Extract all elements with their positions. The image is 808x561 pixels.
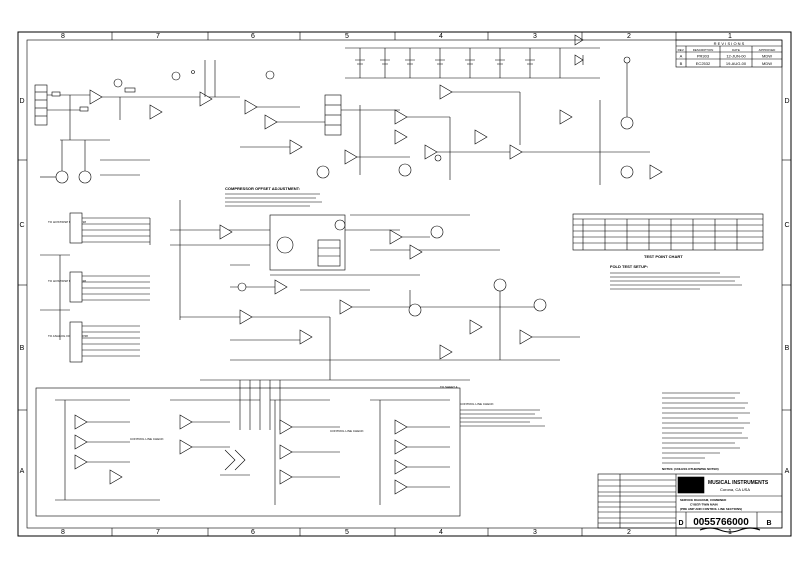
notes-label: NOTES: (UNLESS OTHERWISE NOTED) bbox=[662, 467, 719, 471]
col-label-top: 2 bbox=[627, 33, 631, 40]
row-label-left: A bbox=[20, 468, 25, 475]
col-label-top: 7 bbox=[156, 33, 160, 40]
col-label-bottom: 6 bbox=[251, 529, 255, 536]
revisions-title: R E V I S I O N S bbox=[714, 41, 745, 46]
drawing-number: 0055766000 bbox=[693, 517, 749, 528]
compressor-section bbox=[170, 200, 500, 320]
rev-header: DATE bbox=[732, 48, 740, 52]
host-dsp-label: TO HOST/DSP BOARD P18 bbox=[48, 220, 86, 224]
signature-mark bbox=[699, 527, 761, 533]
row-label-right: D bbox=[784, 98, 789, 105]
col-label-bottom: 7 bbox=[156, 529, 160, 536]
company-location: Corona, CA USA bbox=[720, 487, 750, 492]
row-label-right: A bbox=[785, 468, 790, 475]
board-connectors bbox=[40, 212, 151, 363]
rev-cell: B bbox=[680, 61, 683, 66]
col-label-top: 3 bbox=[533, 33, 537, 40]
col-label-bottom: 5 bbox=[345, 529, 349, 536]
drawing-border bbox=[17, 31, 792, 537]
test-point-chart bbox=[572, 213, 764, 251]
control-line-check-label: CONTROL LINE CHECK: bbox=[330, 429, 364, 433]
rev-cell: MDW bbox=[762, 54, 772, 59]
col-label-bottom: 3 bbox=[533, 529, 537, 536]
zone-ticks bbox=[18, 32, 791, 536]
rev-cell: EC2532 bbox=[696, 61, 711, 66]
drawing-title-1: SERVICE DIAGRAM, COMBINED bbox=[680, 498, 727, 502]
to-sheet-label: TO SHEET 4 bbox=[440, 385, 458, 389]
rev-cell: A bbox=[680, 54, 683, 59]
col-label-top: 8 bbox=[61, 33, 65, 40]
company-name: MUSICAL INSTRUMENTS bbox=[708, 480, 769, 486]
input-section bbox=[34, 60, 300, 184]
host-dsp-label-2: TO HOST/DSP BOARD P28 bbox=[48, 279, 86, 283]
col-label-bottom: 2 bbox=[627, 529, 631, 536]
test-point-chart-title: TEST POINT CHART bbox=[644, 254, 683, 259]
col-label-bottom: 4 bbox=[439, 529, 443, 536]
power-supply-section bbox=[345, 34, 600, 79]
compressor-title: COMPRESSOR OFFSET ADJUSTMENT: bbox=[225, 186, 300, 191]
drawing-frame bbox=[26, 39, 783, 529]
col-label-bottom: 8 bbox=[61, 529, 65, 536]
rev-cell: 19-AUG-00 bbox=[726, 61, 747, 66]
rev-header: DESCRIPTION bbox=[693, 48, 714, 52]
compressor-notes bbox=[225, 193, 322, 207]
row-label-left: C bbox=[19, 222, 24, 229]
drawing-title-3: (PRE AMP AND CONTROL LINE SECTIONS) bbox=[680, 507, 742, 511]
rev-cell: 12-JUN-00 bbox=[726, 54, 746, 59]
col-label-top: 1 bbox=[728, 33, 732, 40]
control-line-section bbox=[35, 387, 461, 517]
control-line-check-label: CONTROL LINE CHECK: bbox=[460, 402, 494, 406]
rev-cell: PR303 bbox=[697, 54, 710, 59]
rev-header: APPROVED bbox=[759, 48, 777, 52]
row-label-right: B bbox=[785, 345, 790, 352]
col-label-top: 6 bbox=[251, 33, 255, 40]
analog-io-label: TO ANALOG I/O BOARD P28 bbox=[48, 334, 88, 338]
title-block bbox=[597, 473, 783, 529]
rev-cell: MDW bbox=[762, 61, 772, 66]
fold-test-title: FOLD TEST SETUP: bbox=[610, 264, 648, 269]
revisions-table: R E V I S I O N S REV. DESCRIPTION DATE … bbox=[675, 39, 783, 68]
row-label-right: C bbox=[784, 222, 789, 229]
control-line-notes bbox=[460, 409, 545, 427]
row-label-left: B bbox=[20, 345, 25, 352]
rev-header: REV. bbox=[678, 48, 685, 52]
col-label-top: 4 bbox=[439, 33, 443, 40]
output-section bbox=[180, 278, 580, 430]
drawing-rev: B bbox=[766, 520, 771, 527]
control-line-check-label: CONTROL LINE CHECK: bbox=[130, 437, 164, 441]
col-label-top: 5 bbox=[345, 33, 349, 40]
notes-block bbox=[662, 392, 750, 464]
fold-test-notes bbox=[610, 272, 742, 290]
drawing-size: D bbox=[678, 520, 683, 527]
drawing-title-2: CYBER-TWIN MAIN bbox=[690, 503, 718, 507]
preamp-section bbox=[240, 56, 663, 185]
row-label-left: D bbox=[19, 98, 24, 105]
